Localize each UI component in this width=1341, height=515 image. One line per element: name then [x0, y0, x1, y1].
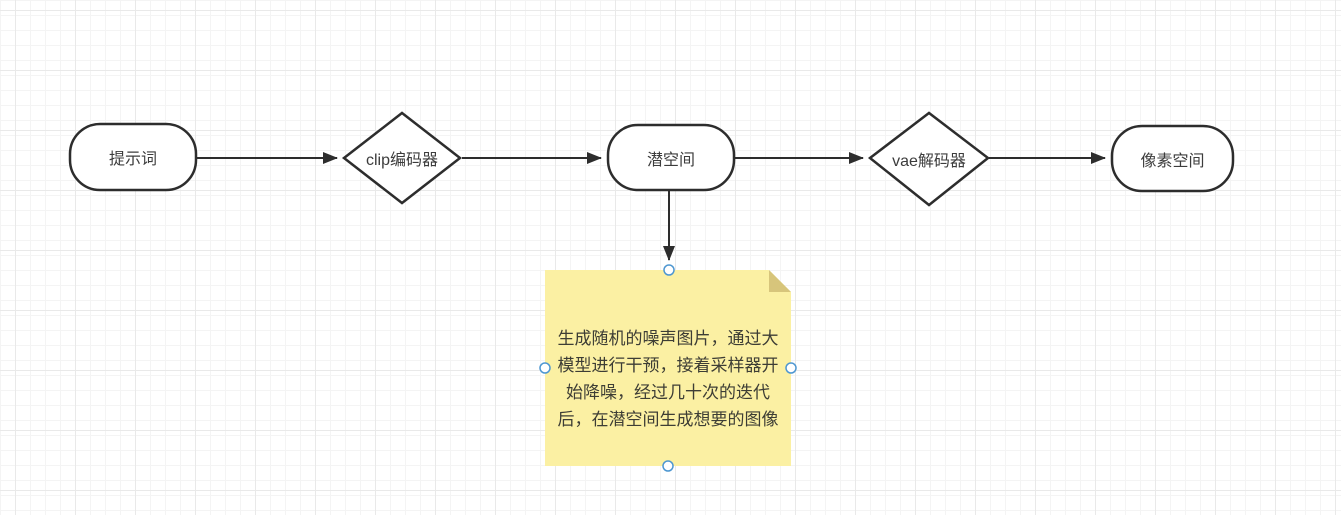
node-prompt-shape[interactable]: [68, 122, 198, 192]
node-pixel-space-shape[interactable]: [1110, 124, 1235, 193]
selection-handle-top[interactable]: [663, 264, 675, 276]
node-latent-space-shape[interactable]: [606, 123, 736, 192]
sticky-note-fold-corner-icon: [769, 270, 791, 292]
sticky-note[interactable]: [545, 270, 791, 466]
selection-handle-right[interactable]: [785, 362, 797, 374]
selection-handle-left[interactable]: [539, 362, 551, 374]
node-vae-decoder-shape[interactable]: [867, 111, 991, 207]
node-clip-encoder-shape[interactable]: [341, 111, 463, 205]
selection-handle-bottom[interactable]: [662, 460, 674, 472]
